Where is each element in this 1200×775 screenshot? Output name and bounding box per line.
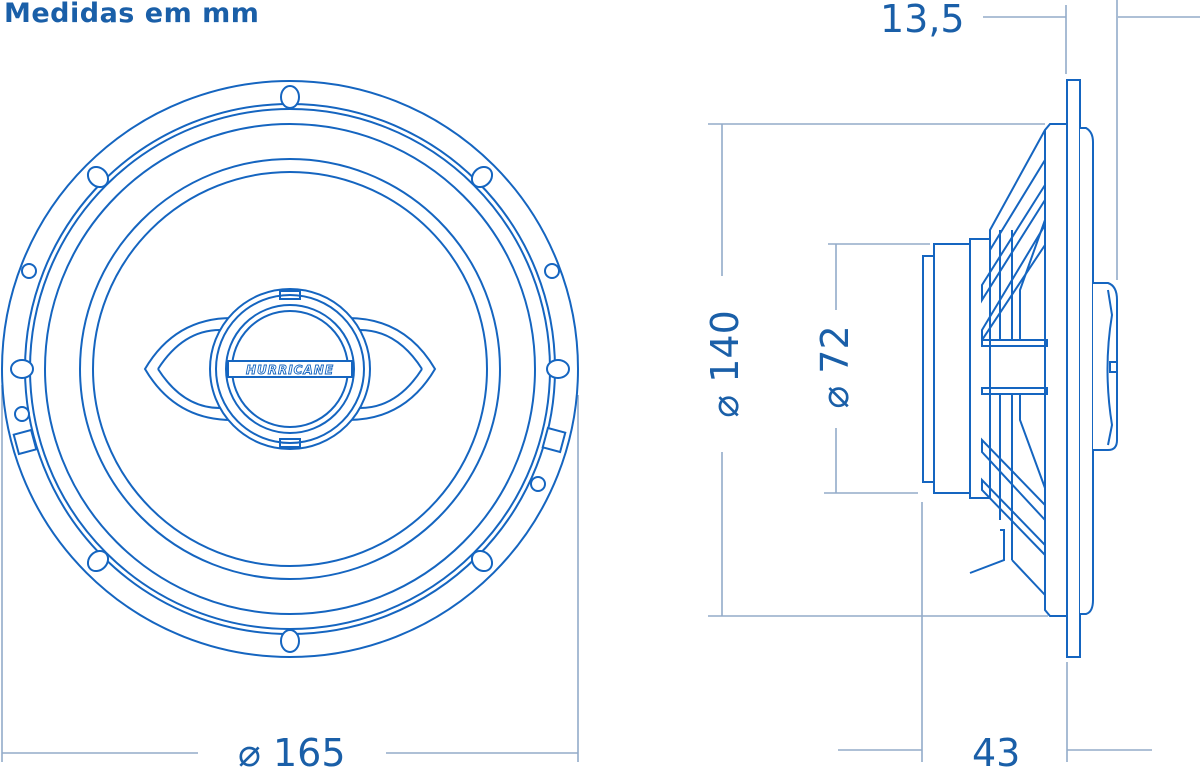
flange-depth-label: 13,5 — [880, 0, 965, 41]
diameter-icon: ⌀ — [813, 385, 857, 409]
diameter-icon: ⌀ — [238, 731, 261, 775]
units-title: Medidas em mm — [4, 0, 260, 29]
magnet-diameter-label: ⌀ 72 — [813, 317, 857, 417]
front-view — [1, 80, 579, 658]
mounting-tabs — [10, 85, 570, 653]
outer-diameter-label: ⌀ 165 — [238, 734, 346, 772]
hurricane-logo — [143, 288, 437, 450]
outer-diameter-value: 165 — [272, 731, 346, 775]
magnet-diameter-value: 72 — [813, 325, 857, 374]
mounting-depth-label: 43 — [972, 731, 1021, 775]
cutout-diameter-value: 140 — [703, 310, 747, 383]
cutout-diameter-label: ⌀ 140 — [703, 299, 747, 429]
diameter-icon: ⌀ — [703, 394, 747, 418]
side-view — [922, 79, 1118, 658]
brand-logo-text: HURRICANE — [246, 363, 334, 377]
